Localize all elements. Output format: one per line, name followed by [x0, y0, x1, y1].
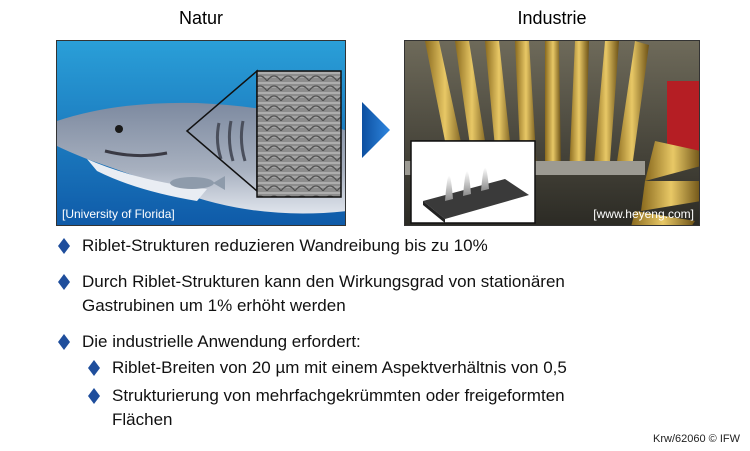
diamond-bullet-icon [88, 360, 100, 376]
turbine-illustration [405, 41, 699, 225]
bullet-line: Strukturierung von mehrfachgekrümmten od… [112, 386, 565, 405]
bullet-line: Durch Riblet-Strukturen kann den Wirkung… [82, 272, 565, 291]
diamond-bullet-icon [88, 388, 100, 404]
subbullet-item-structuring: Strukturierung von mehrfachgekrümmten od… [88, 384, 708, 432]
diamond-bullet-icon [58, 334, 70, 350]
footer-reference: Krw/62060 © IFW [653, 433, 740, 445]
arrow-right-icon [362, 102, 390, 158]
diamond-bullet-icon [58, 238, 70, 254]
bullet-line: Gastrubinen um 1% erhöht werden [82, 296, 346, 315]
caption-heyeng: [www.heyeng.com] [593, 207, 694, 221]
subbullet-item-riblet-width: Riblet-Breiten von 20 µm mit einem Aspek… [88, 356, 708, 380]
bullet-item-efficiency: Durch Riblet-Strukturen kann den Wirkung… [58, 270, 718, 318]
diamond-bullet-icon [58, 274, 70, 290]
shark-illustration [57, 41, 345, 225]
caption-university-florida: [University of Florida] [62, 207, 175, 221]
heading-industry: Industrie [517, 8, 587, 28]
bullet-line: Flächen [112, 410, 173, 429]
turbine-photo: [www.heyeng.com] [404, 40, 700, 226]
bullet-item-wall-friction: Riblet-Strukturen reduzieren Wandreibung… [58, 234, 718, 258]
shark-photo: [University of Florida] [56, 40, 346, 226]
bullet-item-industrial-application: Die industrielle Anwendung erfordert: [58, 330, 718, 354]
heading-nature: Natur [178, 8, 223, 28]
